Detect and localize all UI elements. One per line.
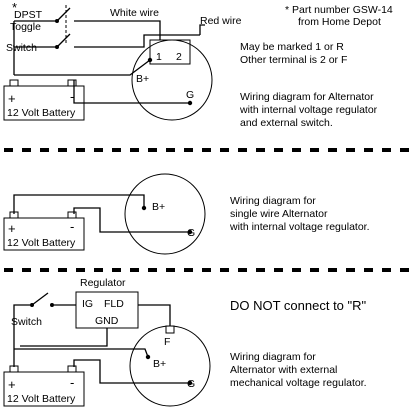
part-note-line1: * Part number GSW-14 xyxy=(285,4,393,16)
terminal-2-label: 2 xyxy=(176,51,182,63)
battery-minus-sign: - xyxy=(70,89,74,104)
white-wire-label: White wire xyxy=(110,7,159,19)
switch-label: Switch xyxy=(11,316,42,328)
switch-label-switch: Switch xyxy=(6,42,37,54)
battery-terminal-negative xyxy=(67,211,77,219)
battery-plus-sign: + xyxy=(8,91,16,106)
caption-line1: Wiring diagram for Alternator xyxy=(240,91,374,103)
battery-terminal-negative xyxy=(67,79,77,87)
switch-contact xyxy=(50,303,54,307)
ground-label: G xyxy=(187,378,195,390)
caption-line1: Wiring diagram for xyxy=(230,351,316,363)
battery: + - 12 Volt Battery xyxy=(3,365,85,407)
f-terminal-label: F xyxy=(164,336,170,348)
battery-label: 12 Volt Battery xyxy=(7,107,76,119)
red-wire xyxy=(199,24,205,35)
switch-lever xyxy=(56,7,71,22)
battery-minus-sign: - xyxy=(70,375,74,390)
regulator-ig-label: IG xyxy=(82,298,93,310)
marking-note-line2: Other terminal is 2 or F xyxy=(240,54,347,66)
red-wire-label: Red wire xyxy=(200,15,242,27)
ground-wire xyxy=(73,80,190,104)
part-note-line2: from Home Depot xyxy=(298,16,381,28)
switch-lever xyxy=(56,33,71,48)
ground-terminal xyxy=(187,229,193,235)
battery-label: 12 Volt Battery xyxy=(7,237,76,249)
bplus-terminal xyxy=(145,354,151,360)
bplus-wire xyxy=(14,59,151,76)
caption-line2: with internal voltage regulator xyxy=(239,104,378,116)
battery-to-switch-wire xyxy=(13,304,30,367)
switch-lever xyxy=(31,292,49,306)
caption-line3: with internal voltage regulator. xyxy=(229,221,370,233)
dpst-switch[interactable] xyxy=(55,5,71,49)
red-wire-from-switch xyxy=(74,34,200,48)
bplus-terminal xyxy=(147,57,153,63)
regulator-ground-wire xyxy=(20,328,108,347)
battery-body xyxy=(3,371,85,407)
ignition-switch[interactable] xyxy=(30,292,54,307)
ground-label: G xyxy=(186,89,194,101)
diagram-single-wire-alternator: B+ G + - 12 Volt Battery Wiring diagram … xyxy=(3,173,370,255)
bplus-label: B+ xyxy=(152,201,165,213)
battery-body xyxy=(3,217,85,251)
fld-to-f-wire xyxy=(138,304,171,326)
switch-label-dpst: DPST xyxy=(14,9,43,21)
regulator-gnd-label: GND xyxy=(95,315,119,327)
battery-terminal-negative xyxy=(67,365,77,373)
caption-line1: Wiring diagram for xyxy=(230,195,316,207)
caption-line3: and external switch. xyxy=(240,117,333,129)
f-terminal xyxy=(165,325,175,334)
bplus-terminal xyxy=(141,205,147,211)
bplus-label: B+ xyxy=(153,358,166,370)
asterisk-icon: * xyxy=(12,0,17,15)
battery-body xyxy=(3,85,85,121)
ground-terminal xyxy=(187,100,193,106)
battery-label: 12 Volt Battery xyxy=(7,393,76,405)
diagram-external-mechanical-regulator: Regulator IG FLD GND Switch F B+ G + - xyxy=(3,277,367,407)
caption-line2: Alternator with external xyxy=(230,364,337,376)
regulator-fld-label: FLD xyxy=(104,298,124,310)
bplus-wire xyxy=(13,194,145,214)
battery-plus-sign: + xyxy=(8,377,16,392)
terminal-connector xyxy=(149,39,191,65)
battery-terminal-positive xyxy=(9,211,19,219)
regulator-title: Regulator xyxy=(80,277,126,289)
ground-wire xyxy=(73,359,190,384)
battery-plus-sign: + xyxy=(8,221,16,236)
bplus-label: B+ xyxy=(136,73,149,85)
bplus-wire xyxy=(14,348,149,358)
caption-line2: single wire Alternator xyxy=(230,208,328,220)
diagram-internal-regulator-external-switch: DPST Toggle Switch * White wire Red wire… xyxy=(3,0,393,129)
alternator xyxy=(124,173,206,255)
terminal-1-label: 1 xyxy=(156,51,162,63)
battery-terminal-positive xyxy=(9,79,19,87)
caption-line3: mechanical voltage regulator. xyxy=(230,377,367,389)
battery: + - 12 Volt Battery xyxy=(3,211,85,251)
warning-text: DO NOT connect to "R" xyxy=(230,298,367,313)
switch-label-toggle: Toggle xyxy=(10,21,41,33)
ground-wire xyxy=(73,207,190,233)
white-wire xyxy=(74,20,161,40)
marking-note-line1: May be marked 1 or R xyxy=(240,41,344,53)
ground-terminal xyxy=(187,380,193,386)
battery-minus-sign: - xyxy=(70,219,74,234)
battery-terminal-positive xyxy=(9,365,19,373)
battery: + - 12 Volt Battery xyxy=(3,79,85,121)
